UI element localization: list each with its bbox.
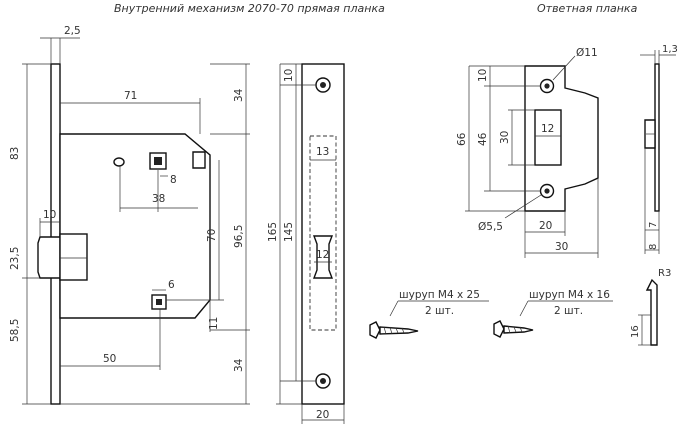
dim-side-7: 7 xyxy=(648,222,659,228)
dim-top-34: 34 xyxy=(233,88,245,102)
screw-short-shape xyxy=(493,320,534,338)
dim-faceplate-12: 12 xyxy=(316,249,329,261)
strike-latch-hole xyxy=(534,109,562,166)
strike-dimensions: Ø11 10 66 46 30 12 Ø5,5 20 30 xyxy=(456,47,599,258)
dim-faceplate-20: 20 xyxy=(316,409,329,421)
handle-square-inner xyxy=(154,157,162,165)
dim-strike-66: 66 xyxy=(456,132,468,146)
slot-notch xyxy=(192,151,206,169)
dim-square-6: 6 xyxy=(168,279,175,291)
dim-side-8: 8 xyxy=(648,244,659,250)
faceplate-latch-window xyxy=(312,235,334,279)
screw-long: шуруп М4 x 25 2 шт. xyxy=(369,289,489,339)
dim-strike-12: 12 xyxy=(541,123,554,135)
latch-bolt xyxy=(37,236,61,279)
dim-strike-10: 10 xyxy=(477,69,489,82)
dim-side-16: 16 xyxy=(630,325,641,338)
faceplate-view xyxy=(301,63,345,405)
lower-square-inner xyxy=(156,299,162,305)
screw-short-qty: 2 шт. xyxy=(554,305,583,317)
strike-side-view xyxy=(644,63,660,212)
dim-square-8: 8 xyxy=(170,174,177,186)
dim-faceplate-145: 145 xyxy=(283,222,295,242)
faceplate-edge xyxy=(50,63,61,405)
dim-latch-10: 10 xyxy=(43,209,56,221)
faceplate xyxy=(301,63,345,405)
dim-faceplate-165: 165 xyxy=(267,222,279,242)
dim-strike-small-hole: Ø5,5 xyxy=(478,221,503,233)
strike-title: Ответная планка xyxy=(537,2,638,15)
dim-strike-hole: Ø11 xyxy=(576,47,598,59)
lock-mechanism-view xyxy=(37,63,211,405)
hook-part xyxy=(645,278,658,346)
dim-faceplate-10: 10 xyxy=(283,69,295,82)
dim-70: 70 xyxy=(206,229,218,242)
strike-plate-view xyxy=(524,65,599,212)
dim-latch-23-5: 23,5 xyxy=(9,247,21,270)
dim-38: 38 xyxy=(152,193,165,205)
dim-faceplate-13: 13 xyxy=(316,146,329,158)
dim-58-5: 58,5 xyxy=(9,319,21,342)
dim-strike-30w: 30 xyxy=(555,241,568,253)
faceplate-dimensions: 10 145 165 13 12 20 xyxy=(267,63,345,424)
latch-body xyxy=(59,233,88,281)
screw-short: шуруп М4 x 16 2 шт. xyxy=(493,289,613,338)
dim-side-r3: R3 xyxy=(658,268,671,279)
dim-backset-71: 71 xyxy=(124,90,137,102)
screw-long-label: шуруп М4 x 25 xyxy=(399,289,480,301)
screw-long-shape xyxy=(369,321,419,339)
dim-bottom-34: 34 xyxy=(233,358,245,372)
dim-side-1-3: 1,3 xyxy=(662,44,678,55)
dim-plate-thickness: 2,5 xyxy=(64,25,81,37)
mechanism-title: Внутренний механизм 2070-70 прямая планк… xyxy=(114,2,385,15)
dim-96-5: 96,5 xyxy=(233,225,245,248)
dim-strike-46: 46 xyxy=(477,132,489,146)
screw-long-qty: 2 шт. xyxy=(425,305,454,317)
dim-50: 50 xyxy=(103,353,116,365)
strike-side-dimensions: 1,3 7 8 xyxy=(640,44,678,254)
faceplate-cutout xyxy=(309,135,337,331)
screw-short-label: шуруп М4 x 16 xyxy=(529,289,610,301)
dim-11: 11 xyxy=(208,317,220,330)
hook-part-view: R3 16 xyxy=(630,268,671,346)
lock-body xyxy=(59,133,211,319)
mechanism-dimensions: 2,5 83 71 34 8 38 10 23,5 58,5 xyxy=(9,25,250,405)
dim-height-83: 83 xyxy=(9,147,21,160)
oval-hole xyxy=(113,157,125,167)
dim-strike-20: 20 xyxy=(539,220,552,232)
dim-strike-30: 30 xyxy=(499,131,511,144)
